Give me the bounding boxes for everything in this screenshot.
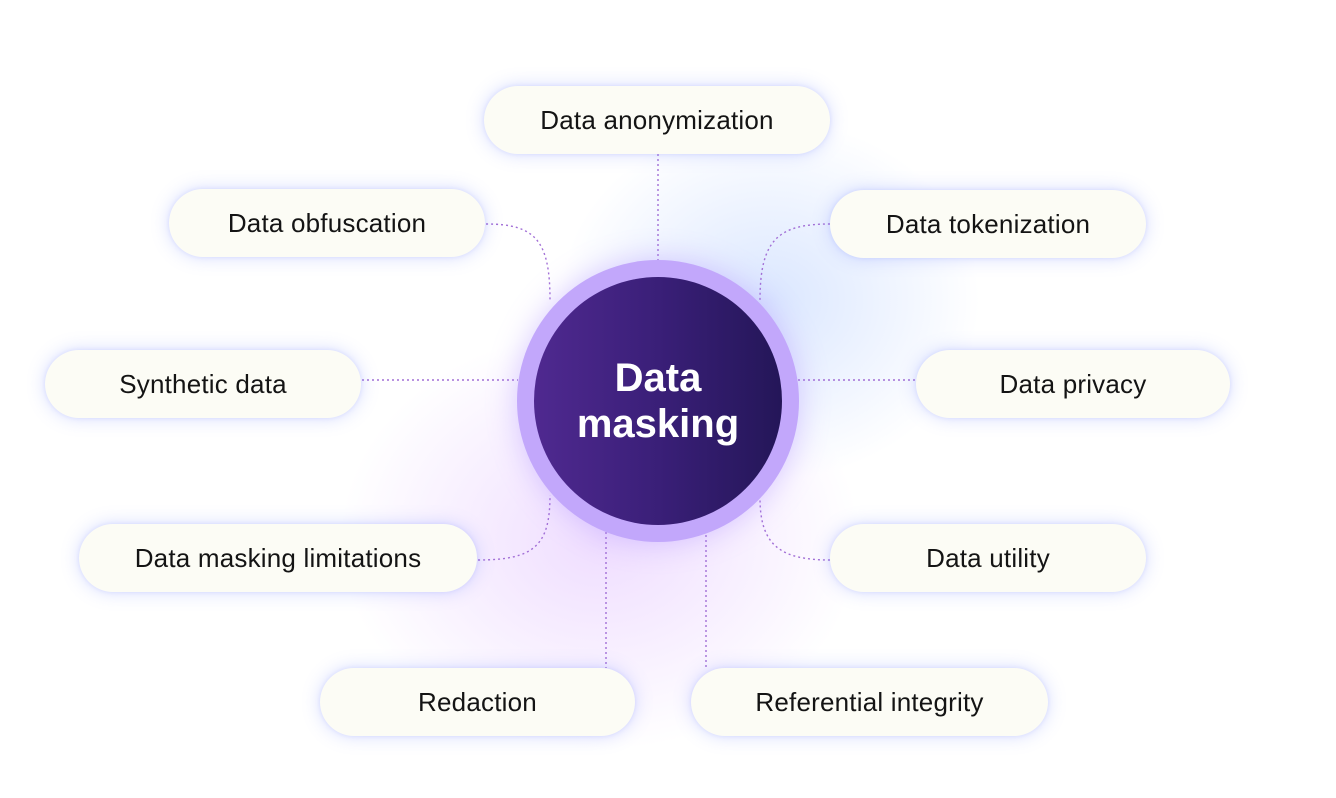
node-label: Redaction	[418, 686, 537, 717]
node-data-anonymization: Data anonymization	[484, 86, 830, 154]
node-label: Data masking limitations	[134, 542, 422, 573]
node-data-tokenization: Data tokenization	[830, 190, 1146, 258]
node-data-obfuscation: Data obfuscation	[169, 189, 485, 257]
node-label: Data anonymization	[540, 104, 774, 135]
node-label: Data privacy	[999, 368, 1147, 399]
node-label: Referential integrity	[755, 686, 984, 717]
node-label: Synthetic data	[119, 368, 287, 399]
node-label: Data obfuscation	[227, 207, 427, 238]
connector-tokenization	[759, 223, 831, 301]
node-redaction: Redaction	[320, 668, 635, 736]
node-data-utility: Data utility	[830, 524, 1146, 592]
connector-limitations	[477, 494, 551, 561]
center-node-label: Data masking	[576, 356, 740, 446]
node-data-privacy: Data privacy	[916, 350, 1230, 418]
center-node: Data masking	[534, 277, 782, 525]
node-label: Data tokenization	[885, 208, 1091, 239]
node-data-masking-limitations: Data masking limitations	[79, 524, 477, 592]
connector-utility	[759, 497, 831, 561]
node-synthetic-data: Synthetic data	[45, 350, 361, 418]
node-referential-integrity: Referential integrity	[691, 668, 1048, 736]
node-label: Data utility	[926, 542, 1050, 573]
connector-obfuscation	[485, 223, 551, 301]
